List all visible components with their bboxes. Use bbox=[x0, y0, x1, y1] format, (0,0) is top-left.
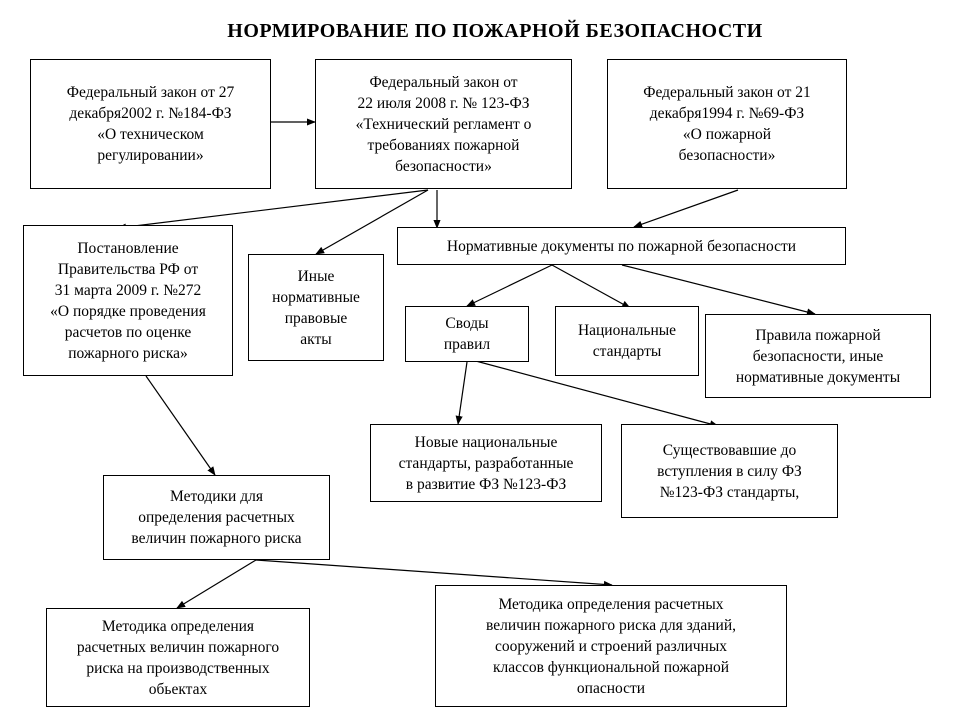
box-text-line: величин пожарного риска bbox=[131, 530, 302, 547]
buildings-risk-method-box: Методика определения расчетных величин по… bbox=[435, 585, 787, 707]
law-184-fz-box: Федеральный закон от 27 декабря2002 г. №1… bbox=[30, 59, 271, 189]
rule-sets-box: Своды правил bbox=[405, 306, 529, 362]
law-69-fz-box: Федеральный закон от 21 декабря1994 г. №6… bbox=[607, 59, 847, 189]
box-text-line: классов функциональной пожарной bbox=[492, 658, 730, 676]
arrow-norm-docs-to-rule-sets bbox=[466, 264, 553, 307]
box-text-line: декабря1994 г. №69-ФЗ bbox=[649, 105, 805, 122]
box-text-line: Методики для bbox=[170, 488, 263, 505]
law-123-fz-box: Федеральный закон от 22 июля 2008 г. № 12… bbox=[315, 59, 572, 189]
arrow-decree272-to-methods bbox=[145, 375, 216, 476]
risk-methods-box: Методики для определения расчетных величин… bbox=[103, 475, 330, 560]
box-text-line: Методика определения bbox=[101, 617, 255, 635]
normative-documents-box: Нормативные документы по пожарной безопа… bbox=[397, 227, 846, 265]
box-text-line: стандарты, разработанные bbox=[398, 454, 574, 472]
arrow-methods-to-method-buildings bbox=[255, 559, 613, 589]
box-text-line: сооружений и строений различных bbox=[495, 637, 727, 655]
box-text-line: величин пожарного риска для зданий, bbox=[485, 616, 736, 634]
box-text-line: Правительства РФ от bbox=[57, 260, 199, 278]
box-text-line: акты bbox=[300, 330, 332, 348]
box-text-line: пожарного риска» bbox=[68, 344, 188, 362]
box-text-line: Своды bbox=[445, 315, 489, 332]
box-text-line: регулировании» bbox=[97, 147, 204, 164]
fire-safety-rules-box: Правила пожарной безопасности, иные нормат… bbox=[705, 314, 931, 398]
box-text-line: Существовавшие до bbox=[662, 441, 797, 459]
national-standards-box: Национальные стандарты bbox=[555, 306, 699, 376]
box-text-line: «Технический регламент о bbox=[355, 115, 532, 133]
existing-standards-box: Существовавшие до вступления в силу ФЗ №12… bbox=[621, 424, 838, 518]
box-text-line: Федеральный закон от 27 bbox=[66, 84, 235, 101]
arrow-law123-to-other-acts bbox=[315, 189, 429, 255]
box-text-line: риска на производственных bbox=[86, 659, 270, 677]
box-text-line: безопасности, иные bbox=[752, 347, 884, 365]
box-text-line: Федеральный закон от 21 bbox=[643, 84, 811, 101]
box-text-line: «О порядке проведения bbox=[50, 302, 206, 320]
box-text-line: №123-ФЗ стандарты, bbox=[659, 483, 800, 501]
box-text-line: расчетов по оценке bbox=[64, 323, 192, 341]
box-text-line: правил bbox=[443, 336, 491, 353]
other-legal-acts-box: Иные нормативные правовые акты bbox=[248, 254, 384, 361]
box-text-line: правовые bbox=[284, 309, 348, 327]
arrow-rule-sets-to-existing-standards bbox=[471, 359, 719, 428]
arrow-norm-docs-to-national-standards bbox=[551, 264, 631, 309]
box-text-line: определения расчетных bbox=[138, 509, 295, 526]
box-text-line: безопасности» bbox=[678, 147, 776, 164]
industrial-risk-method-box: Методика определения расчетных величин по… bbox=[46, 608, 310, 707]
box-text-line: Методика определения расчетных bbox=[498, 595, 724, 613]
box-text-line: вступления в силу ФЗ bbox=[657, 462, 802, 480]
box-text-line: расчетных величин пожарного bbox=[76, 638, 280, 656]
box-text-line: в развитие ФЗ №123-ФЗ bbox=[405, 475, 567, 493]
box-text-line: Нормативные документы по пожарной безопа… bbox=[446, 237, 797, 255]
box-text-line: 22 июля 2008 г. № 123-ФЗ bbox=[357, 94, 530, 112]
box-text-line: опасности bbox=[576, 679, 646, 697]
arrow-law123-to-decree272 bbox=[117, 189, 429, 231]
diagram-title: НОРМИРОВАНИЕ ПО ПОЖАРНОЙ БЕЗОПАСНОСТИ bbox=[227, 20, 763, 42]
box-text-line: Новые национальные bbox=[414, 433, 558, 451]
box-text-line: стандарты bbox=[592, 343, 662, 360]
box-text-line: безопасности» bbox=[395, 157, 492, 175]
arrow-rule-sets-to-new-standards bbox=[455, 361, 468, 425]
box-text-line: 31 марта 2009 г. №272 bbox=[54, 281, 202, 299]
box-text-line: Федеральный закон от bbox=[369, 73, 518, 91]
box-text-line: нормативные документы bbox=[735, 368, 901, 386]
box-text-line: декабря2002 г. №184-ФЗ bbox=[69, 105, 232, 122]
box-text-line: Национальные bbox=[577, 322, 677, 339]
box-text-line: Иные bbox=[297, 267, 335, 285]
box-text-line: Правила пожарной bbox=[755, 326, 881, 344]
box-text-line: «О пожарной bbox=[682, 126, 772, 143]
arrow-norm-docs-to-fire-rules bbox=[621, 264, 816, 316]
arrow-methods-to-method-industrial bbox=[176, 559, 257, 609]
box-text-line: требованиях пожарной bbox=[367, 136, 520, 154]
arrow-law69-to-norm-docs bbox=[633, 189, 739, 228]
new-national-standards-box: Новые национальные стандарты, разработанн… bbox=[370, 424, 602, 502]
box-text-line: Постановление bbox=[77, 239, 179, 257]
box-text-line: нормативные bbox=[272, 288, 360, 306]
box-text-line: обьектах bbox=[148, 680, 208, 698]
box-text-line: «О техническом bbox=[97, 126, 204, 143]
